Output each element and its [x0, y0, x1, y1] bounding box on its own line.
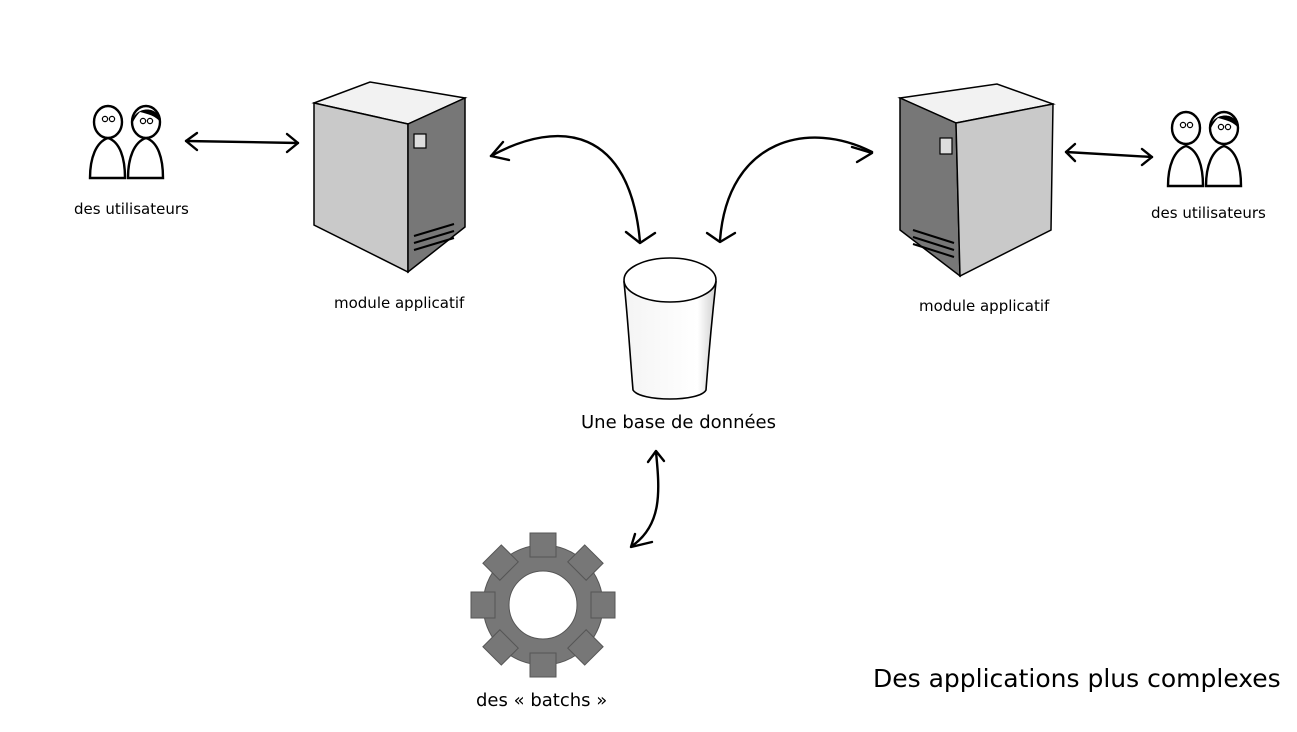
- module-database-right-arrow: [705, 136, 874, 244]
- users-module-left-arrow: [184, 131, 300, 154]
- batch-database-arrow: [629, 449, 666, 549]
- users-left-label: des utilisateurs: [74, 200, 189, 218]
- module-left-label: module applicatif: [334, 294, 465, 312]
- gear-icon: [470, 532, 616, 678]
- database-label: Une base de données: [581, 412, 777, 433]
- batchs-label: des « batchs »: [476, 690, 608, 711]
- database-icon: [623, 257, 717, 400]
- users-right-label: des utilisateurs: [1151, 204, 1266, 222]
- server-icon: [311, 81, 468, 274]
- users-icon: [88, 104, 165, 180]
- server-icon: [897, 83, 1056, 278]
- diagram-title: Des applications plus complexes: [873, 664, 1281, 693]
- users-module-right-arrow: [1064, 142, 1154, 167]
- module-right-label: module applicatif: [919, 297, 1050, 315]
- users-icon: [1166, 110, 1243, 188]
- module-database-left-arrow: [489, 134, 657, 245]
